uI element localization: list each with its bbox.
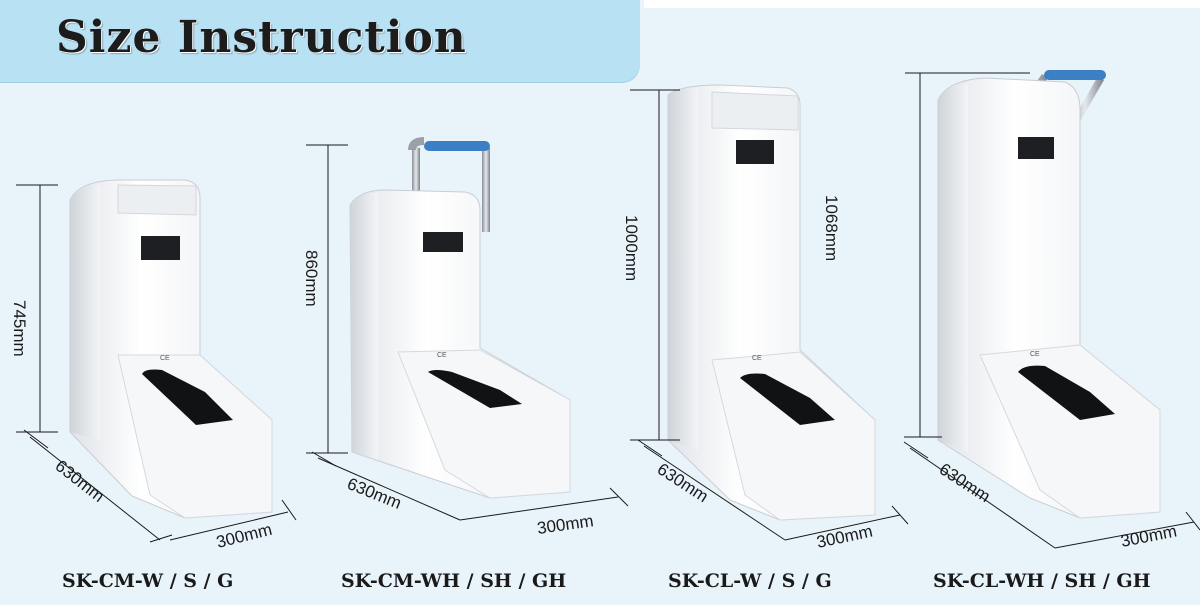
svg-text:CE: CE <box>752 355 762 362</box>
machine-sk-cm-w: CE <box>69 179 273 519</box>
width-label: 300mm <box>1119 521 1178 550</box>
svg-text:CE: CE <box>1030 351 1040 358</box>
model-label: SK-CL-W / S / G <box>668 570 832 592</box>
machine-sk-cl-wh: CE <box>937 70 1161 519</box>
model-label: SK-CM-W / S / G <box>62 570 234 592</box>
height-label: 1000mm <box>622 215 641 281</box>
svg-text:CE: CE <box>160 355 170 362</box>
dimension-lines <box>16 72 1200 549</box>
width-label: 300mm <box>214 520 274 552</box>
machine-sk-cm-wh: CE <box>349 137 571 499</box>
handle-grip <box>424 141 490 151</box>
handle-grip <box>1044 70 1106 80</box>
model-label: SK-CL-WH / SH / GH <box>933 570 1151 592</box>
model-label: SK-CM-WH / SH / GH <box>341 570 567 592</box>
page-title: Size Instruction <box>56 12 467 63</box>
title-banner: Size Instruction <box>0 0 640 82</box>
height-label: 745mm <box>10 300 29 357</box>
height-label: 1068mm <box>822 195 841 261</box>
depth-label: 630mm <box>52 456 108 506</box>
height-label: 860mm <box>302 250 321 307</box>
machine-sk-cl-w: CE <box>667 84 876 521</box>
depth-label: 630mm <box>345 474 405 513</box>
width-label: 300mm <box>815 522 874 552</box>
top-strip <box>644 0 1200 8</box>
width-label: 300mm <box>536 511 595 538</box>
svg-text:CE: CE <box>437 352 447 359</box>
